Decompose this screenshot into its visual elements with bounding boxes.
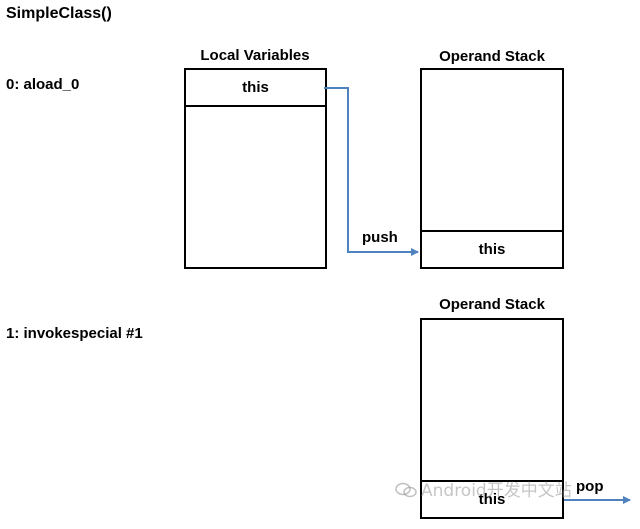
operand-stack-top-entry: this	[422, 230, 562, 267]
watermark: Android开发中文站	[395, 482, 572, 500]
diagram-title: SimpleClass()	[6, 5, 112, 22]
instruction-aload-0: 0: aload_0	[6, 76, 80, 93]
watermark-text: Android开发中文站	[421, 481, 572, 501]
operand-stack-label-2: Operand Stack	[439, 296, 545, 313]
pop-label: pop	[576, 478, 604, 495]
operand-stack-label: Operand Stack	[439, 48, 545, 65]
push-arrow	[324, 87, 419, 256]
local-variable-slot-0: this	[186, 70, 325, 107]
operand-stack-box: this	[420, 68, 564, 269]
local-variables-box: this	[184, 68, 327, 269]
operand-stack-box-2: this	[420, 318, 564, 519]
local-variables-label: Local Variables	[200, 47, 310, 64]
instruction-invokespecial: 1: invokespecial #1	[6, 325, 143, 342]
operand-stack-top-entry-2: this	[422, 480, 562, 517]
push-label: push	[362, 229, 398, 246]
wechat-icon	[395, 482, 417, 498]
